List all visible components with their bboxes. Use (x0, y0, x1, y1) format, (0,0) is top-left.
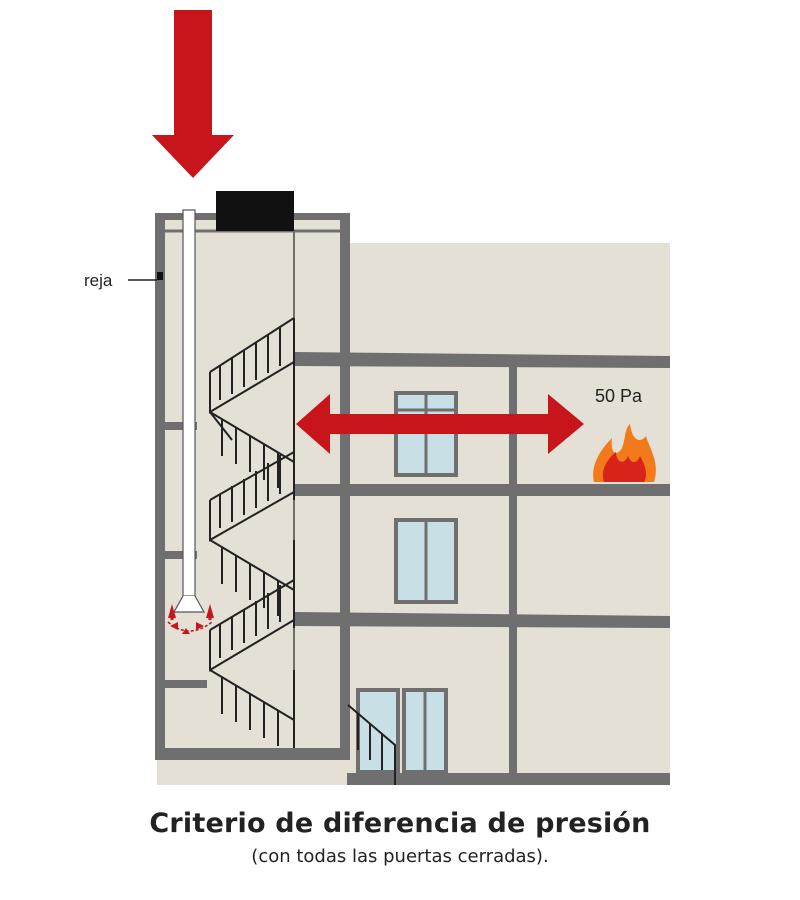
window (394, 518, 458, 604)
fire-icon (593, 424, 656, 482)
duct-outlet (172, 595, 206, 613)
building-base-slab (347, 773, 670, 785)
down-arrow-icon (152, 10, 234, 178)
double-arrow-icon (296, 394, 584, 454)
stairwell-left-wall (155, 213, 165, 760)
building-background (347, 243, 670, 785)
window (356, 688, 448, 774)
stair-base-slab (155, 748, 350, 760)
stair-floor-slab (157, 422, 197, 430)
caption-subtitle: (con todas las puertas cerradas). (251, 846, 549, 867)
air-outlet-arrows-icon (168, 604, 214, 634)
stair-floor-slab (157, 680, 207, 688)
air-supply-duct (182, 209, 196, 597)
staircase (209, 317, 396, 785)
building-floor-slab (294, 612, 670, 628)
building-column (509, 362, 517, 785)
pressure-label: 50 Pa (595, 386, 643, 406)
fan-unit-icon (216, 191, 294, 231)
building-floor-slab (294, 484, 670, 496)
grille-label: reja (84, 271, 113, 290)
caption-title: Criterio de diferencia de presión (149, 808, 651, 839)
stair-pressurization-diagram: reja 50 Pa (84, 10, 670, 785)
stair-floor-slab (157, 551, 197, 559)
building-floor-slab (294, 352, 670, 368)
grille-marker (157, 272, 163, 280)
